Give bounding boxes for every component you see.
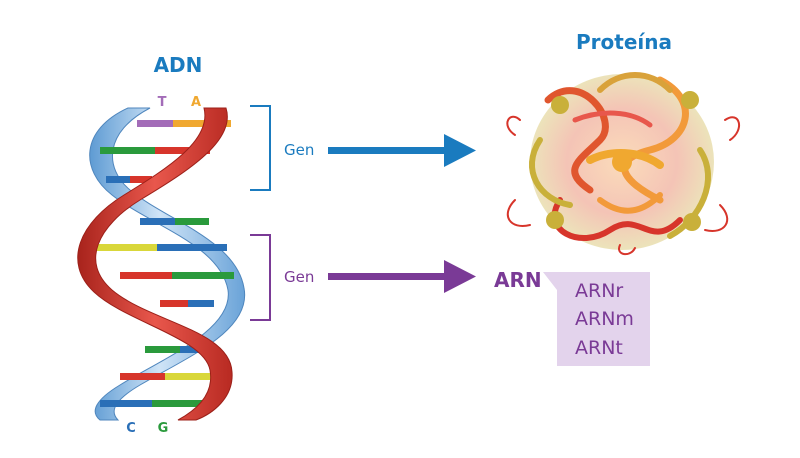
base-pair xyxy=(152,400,204,407)
rna-types-box xyxy=(543,272,650,366)
dna-title: ADN xyxy=(154,53,203,77)
base-pair xyxy=(155,147,210,154)
base-label-a: A xyxy=(191,95,201,110)
base-pair xyxy=(173,120,231,127)
base-pair xyxy=(157,244,227,251)
gene-bracket-top xyxy=(250,105,271,191)
base-pair xyxy=(130,176,152,183)
base-pair xyxy=(145,346,180,353)
base-pair xyxy=(175,218,209,225)
gene-label-bottom: Gen xyxy=(284,268,314,286)
protein-title: Proteína xyxy=(576,30,672,54)
dna-helix xyxy=(77,107,246,421)
rna-type-r: ARNr xyxy=(575,280,623,302)
gene-label-top: Gen xyxy=(284,141,314,159)
base-label-t: T xyxy=(158,95,167,110)
dna-strand-red xyxy=(77,107,233,421)
base-pair xyxy=(92,244,157,251)
gene-bracket-bottom xyxy=(250,234,271,321)
rna-title: ARN xyxy=(494,268,542,292)
protein-structure-image xyxy=(506,72,740,256)
base-label-g: G xyxy=(158,421,169,436)
base-pair xyxy=(106,176,130,183)
arrow-to-rna xyxy=(328,260,476,293)
base-pair xyxy=(100,400,152,407)
base-pair xyxy=(140,218,175,225)
base-label-c: C xyxy=(126,421,136,436)
rna-type-m: ARNm xyxy=(575,308,634,330)
base-pair xyxy=(120,272,172,279)
rna-type-t: ARNt xyxy=(575,337,623,359)
base-pair xyxy=(137,120,173,127)
base-pair xyxy=(172,272,234,279)
base-pair xyxy=(165,373,225,380)
arrow-to-protein xyxy=(328,134,476,167)
base-pair xyxy=(188,300,214,307)
base-pair xyxy=(100,147,155,154)
base-pair xyxy=(160,300,188,307)
base-pair xyxy=(120,373,165,380)
